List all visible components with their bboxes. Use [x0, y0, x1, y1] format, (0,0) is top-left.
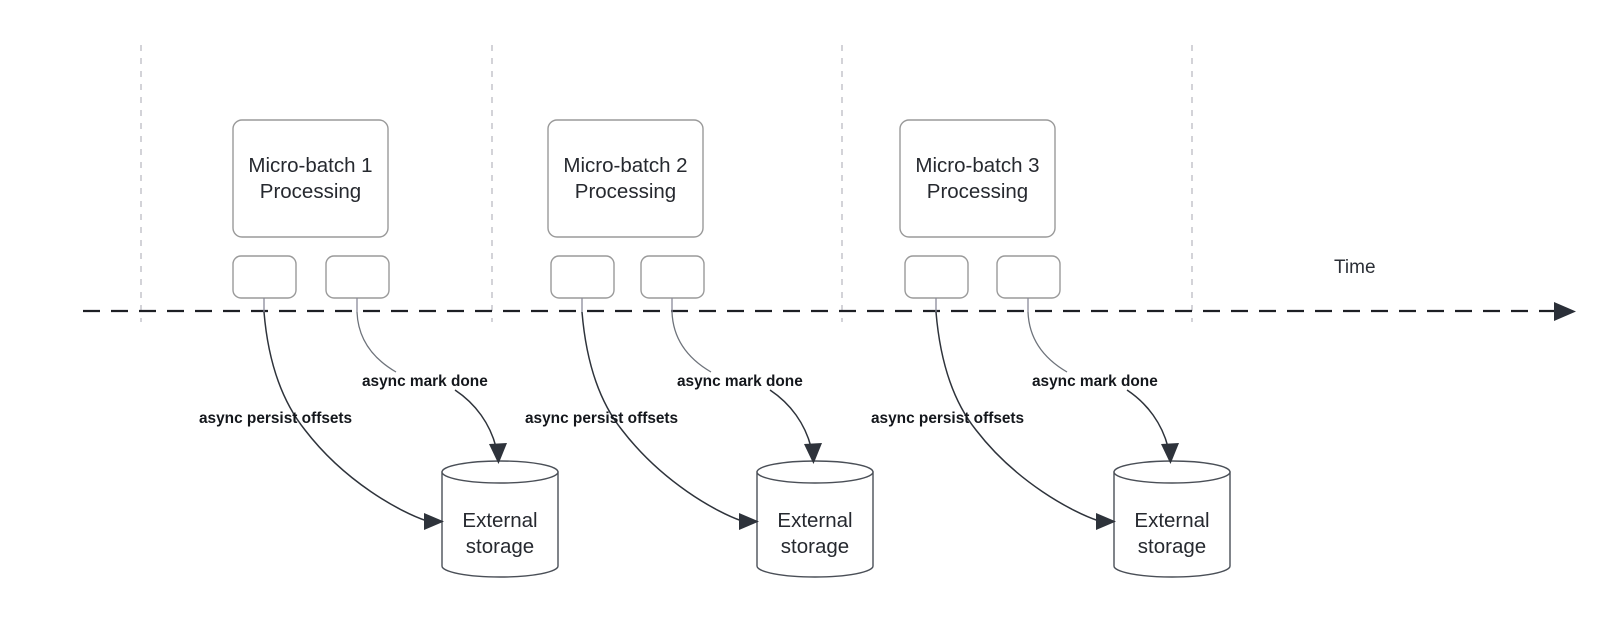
- micro-batch-2-label-line1: Micro-batch 2: [563, 154, 687, 177]
- flow-persist-offsets-1-arrowhead: [424, 513, 444, 530]
- micro-batch-2-box[interactable]: Micro-batch 2 Processing: [547, 119, 704, 238]
- flow-mark-done-3-path-lower: [1126, 389, 1169, 448]
- micro-batch-1-label-line1: Micro-batch 1: [248, 154, 372, 177]
- flow-persist-offsets-2-arrowhead: [739, 513, 759, 530]
- group-1: Micro-batch 1 Processing External storag…: [199, 119, 559, 578]
- external-storage-1-body: [441, 471, 559, 578]
- micro-batch-3-task-boxes: [904, 255, 1061, 312]
- flow-persist-offsets-3-label: async persist offsets: [871, 410, 1024, 427]
- task-box-2b[interactable]: [640, 255, 705, 299]
- external-storage-1-label-line1: External: [462, 509, 537, 532]
- external-storage-3-label-line1: External: [1134, 509, 1209, 532]
- external-storage-3-body: [1113, 471, 1231, 578]
- micro-batch-3-label-line1: Micro-batch 3: [915, 154, 1039, 177]
- flow-mark-done-2-arrowhead: [804, 443, 822, 464]
- flow-mark-done-1-arrowhead: [489, 443, 507, 464]
- external-storage-1-top: [441, 460, 559, 484]
- flow-persist-offsets-2-path: [581, 311, 743, 522]
- flow-mark-done-2-path-lower: [769, 389, 812, 448]
- external-storage-3[interactable]: External storage: [1113, 460, 1231, 578]
- time-axis-label: Time: [1334, 257, 1376, 278]
- task-box-2a[interactable]: [550, 255, 615, 299]
- task-box-1b[interactable]: [325, 255, 390, 299]
- external-storage-1[interactable]: External storage: [441, 460, 559, 578]
- flow-mark-done-3-arrowhead: [1161, 443, 1179, 464]
- task-box-1a[interactable]: [232, 255, 297, 299]
- flow-mark-done-2-label: async mark done: [677, 373, 803, 390]
- flow-persist-offsets-1: async persist offsets: [199, 311, 444, 530]
- flow-mark-done-1-path-lower: [454, 389, 497, 448]
- micro-batch-1-rect[interactable]: [232, 119, 389, 238]
- micro-batch-2-rect[interactable]: [547, 119, 704, 238]
- group-2: Micro-batch 2 Processing External storag…: [525, 119, 874, 578]
- micro-batch-2-task-boxes: [550, 255, 705, 312]
- external-storage-1-label-line2: storage: [466, 535, 534, 558]
- micro-batch-1-task-boxes: [232, 255, 390, 312]
- micro-batch-3-rect[interactable]: [899, 119, 1056, 238]
- flow-persist-offsets-1-path: [263, 311, 428, 522]
- external-storage-2-top: [756, 460, 874, 484]
- group-3: Micro-batch 3 Processing External storag…: [871, 119, 1231, 578]
- external-storage-2[interactable]: External storage: [756, 460, 874, 578]
- micro-batch-1-box[interactable]: Micro-batch 1 Processing: [232, 119, 389, 238]
- flow-mark-done-1-path-upper: [356, 311, 397, 373]
- flow-mark-done-3-path-upper: [1027, 311, 1068, 373]
- micro-batch-2-label-line2: Processing: [575, 180, 676, 203]
- external-storage-3-label-line2: storage: [1138, 535, 1206, 558]
- time-axis: Time: [83, 257, 1576, 321]
- task-box-3b[interactable]: [996, 255, 1061, 299]
- flow-persist-offsets-2: async persist offsets: [525, 311, 759, 530]
- flow-mark-done-1: async mark done: [356, 311, 507, 464]
- flow-mark-done-3-label: async mark done: [1032, 373, 1158, 390]
- external-storage-2-body: [756, 471, 874, 578]
- external-storage-3-top: [1113, 460, 1231, 484]
- external-storage-2-label-line2: storage: [781, 535, 849, 558]
- flow-persist-offsets-1-label: async persist offsets: [199, 410, 352, 427]
- task-box-3a[interactable]: [904, 255, 969, 299]
- time-axis-arrowhead: [1554, 302, 1576, 321]
- micro-batch-3-box[interactable]: Micro-batch 3 Processing: [899, 119, 1056, 238]
- external-storage-2-label-line1: External: [777, 509, 852, 532]
- micro-batch-1-label-line2: Processing: [260, 180, 361, 203]
- flow-mark-done-1-label: async mark done: [362, 373, 488, 390]
- micro-batch-3-label-line2: Processing: [927, 180, 1028, 203]
- flow-mark-done-3: async mark done: [1027, 311, 1179, 464]
- flow-persist-offsets-3: async persist offsets: [871, 311, 1116, 530]
- flow-persist-offsets-3-path: [935, 311, 1100, 522]
- flow-persist-offsets-2-label: async persist offsets: [525, 410, 678, 427]
- flow-persist-offsets-3-arrowhead: [1096, 513, 1116, 530]
- flow-mark-done-2-path-upper: [671, 311, 712, 373]
- flow-mark-done-2: async mark done: [671, 311, 822, 464]
